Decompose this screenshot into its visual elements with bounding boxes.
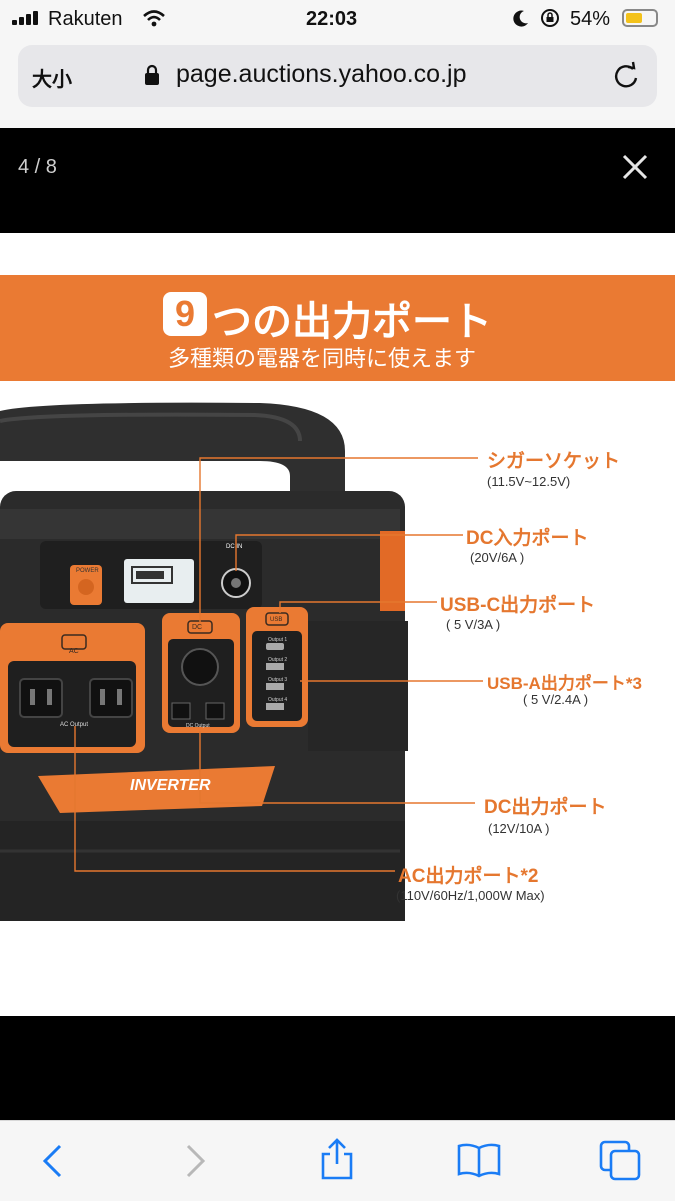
text-size-button[interactable]: 大小 bbox=[32, 69, 72, 91]
cellular-signal-icon bbox=[12, 11, 42, 25]
wifi-icon bbox=[143, 10, 165, 27]
callout-usb-c-spec: ( 5 V/3A ) bbox=[446, 617, 501, 632]
callout-usb-a-label: USB-A出力ポート*3 bbox=[487, 674, 642, 693]
battery-icon bbox=[622, 9, 658, 27]
image-viewer-header: 4 / 8 bbox=[0, 128, 675, 233]
share-icon[interactable] bbox=[318, 1137, 356, 1181]
url-text[interactable]: page.auctions.yahoo.co.jp bbox=[176, 60, 467, 88]
image-counter: 4 / 8 bbox=[18, 156, 57, 178]
dc-output-label: DC Output bbox=[186, 723, 210, 729]
banner-subtitle: 多種類の電器を同時に使えます bbox=[168, 346, 477, 371]
power-label: POWER bbox=[76, 568, 99, 574]
address-bar[interactable]: 大小 page.auctions.yahoo.co.jp bbox=[18, 45, 657, 107]
browser-toolbar bbox=[0, 1120, 675, 1201]
banner-title: つの出力ポート bbox=[212, 300, 492, 344]
power-station-illustration bbox=[0, 402, 483, 921]
ac-label: AC bbox=[69, 648, 79, 655]
callout-dc-out-label: DC出力ポート bbox=[484, 797, 607, 818]
product-banner: 9 つの出力ポート 多種類の電器を同時に使えます bbox=[0, 275, 675, 381]
lock-icon bbox=[145, 64, 159, 85]
callout-dc-in-label: DC入力ポート bbox=[466, 528, 589, 549]
chevron-right-icon[interactable] bbox=[182, 1143, 210, 1179]
inverter-logo: INVERTER bbox=[130, 777, 211, 794]
image-viewer-footer bbox=[0, 1016, 675, 1120]
close-icon[interactable] bbox=[621, 153, 649, 181]
carrier-name: Rakuten bbox=[48, 8, 123, 30]
callout-dc-in-spec: (20V/6A ) bbox=[470, 550, 525, 565]
usb-output-4: Output 4 bbox=[268, 697, 288, 703]
usb-output-1: Output 1 bbox=[268, 637, 288, 643]
battery-percent: 54% bbox=[570, 8, 611, 30]
chevron-left-icon[interactable] bbox=[38, 1143, 66, 1179]
callout-cigar-spec: (11.5V~12.5V) bbox=[487, 474, 571, 489]
callout-ac-out-spec: (110V/60Hz/1,000W Max) bbox=[396, 888, 545, 903]
callout-ac-out-label: AC出力ポート*2 bbox=[398, 866, 539, 887]
dc-label: DC bbox=[192, 624, 203, 631]
book-icon[interactable] bbox=[456, 1141, 502, 1179]
status-bar: Rakuten 22:03 54% bbox=[0, 0, 675, 38]
usb-label: USB bbox=[270, 617, 283, 623]
usb-output-3: Output 3 bbox=[268, 677, 288, 683]
reload-icon[interactable] bbox=[611, 61, 641, 91]
tabs-icon[interactable] bbox=[598, 1139, 644, 1181]
usb-output-2: Output 2 bbox=[268, 657, 288, 663]
moon-icon bbox=[513, 10, 528, 27]
orientation-lock-icon bbox=[541, 9, 559, 27]
callout-usb-a-spec: ( 5 V/2.4A ) bbox=[523, 692, 589, 707]
callout-usb-c-label: USB-C出力ポート bbox=[440, 595, 596, 616]
dc-in-label: DC IN bbox=[226, 544, 243, 550]
ac-output-label: AC Output bbox=[60, 722, 89, 728]
port-count-badge: 9 bbox=[163, 292, 207, 336]
clock: 22:03 bbox=[306, 8, 358, 30]
callout-dc-out-spec: (12V/10A ) bbox=[488, 821, 550, 836]
callout-cigar-label: シガーソケット bbox=[487, 451, 621, 472]
